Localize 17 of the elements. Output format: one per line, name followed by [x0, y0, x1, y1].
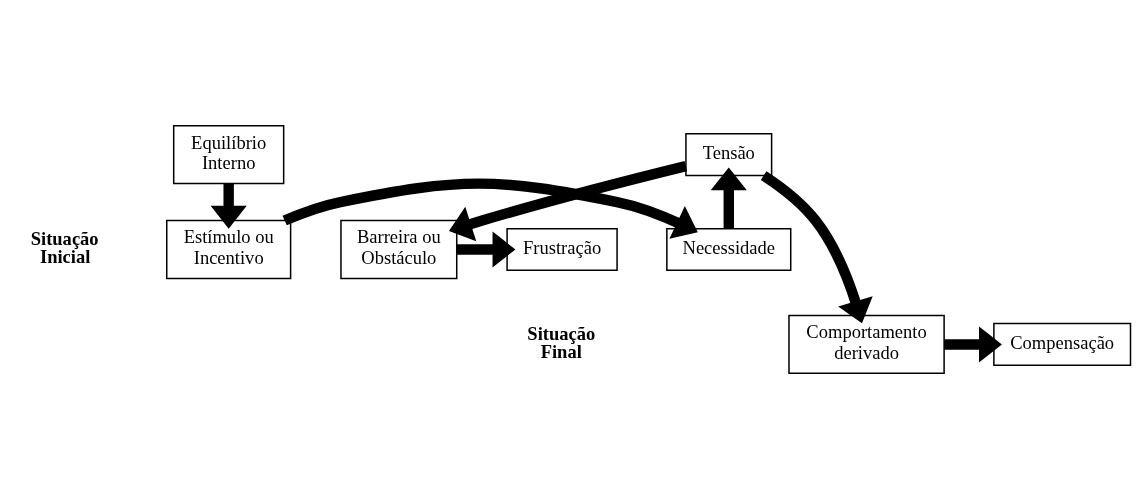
- node-box: Comportamento derivado: [788, 314, 945, 375]
- node-box: Frustração: [506, 227, 618, 272]
- label: Situação Final: [527, 322, 596, 363]
- arrow: [210, 183, 247, 229]
- arrow: [710, 167, 747, 229]
- node-box: Necessidade: [666, 227, 792, 272]
- arrow: [448, 161, 688, 242]
- node-box: Compensação: [993, 322, 1132, 366]
- arrow: [456, 231, 516, 268]
- node-box: Equilíbrio Interno: [172, 124, 285, 185]
- node-box: Barreira ou Obstáculo: [340, 219, 458, 280]
- arrow: [282, 178, 698, 239]
- node-box: Tensão: [685, 133, 773, 177]
- arrow: [760, 171, 873, 324]
- label: Situação Inicial: [30, 227, 99, 268]
- arrow: [944, 326, 1002, 363]
- node-box: Estímulo ou Incentivo: [166, 219, 292, 280]
